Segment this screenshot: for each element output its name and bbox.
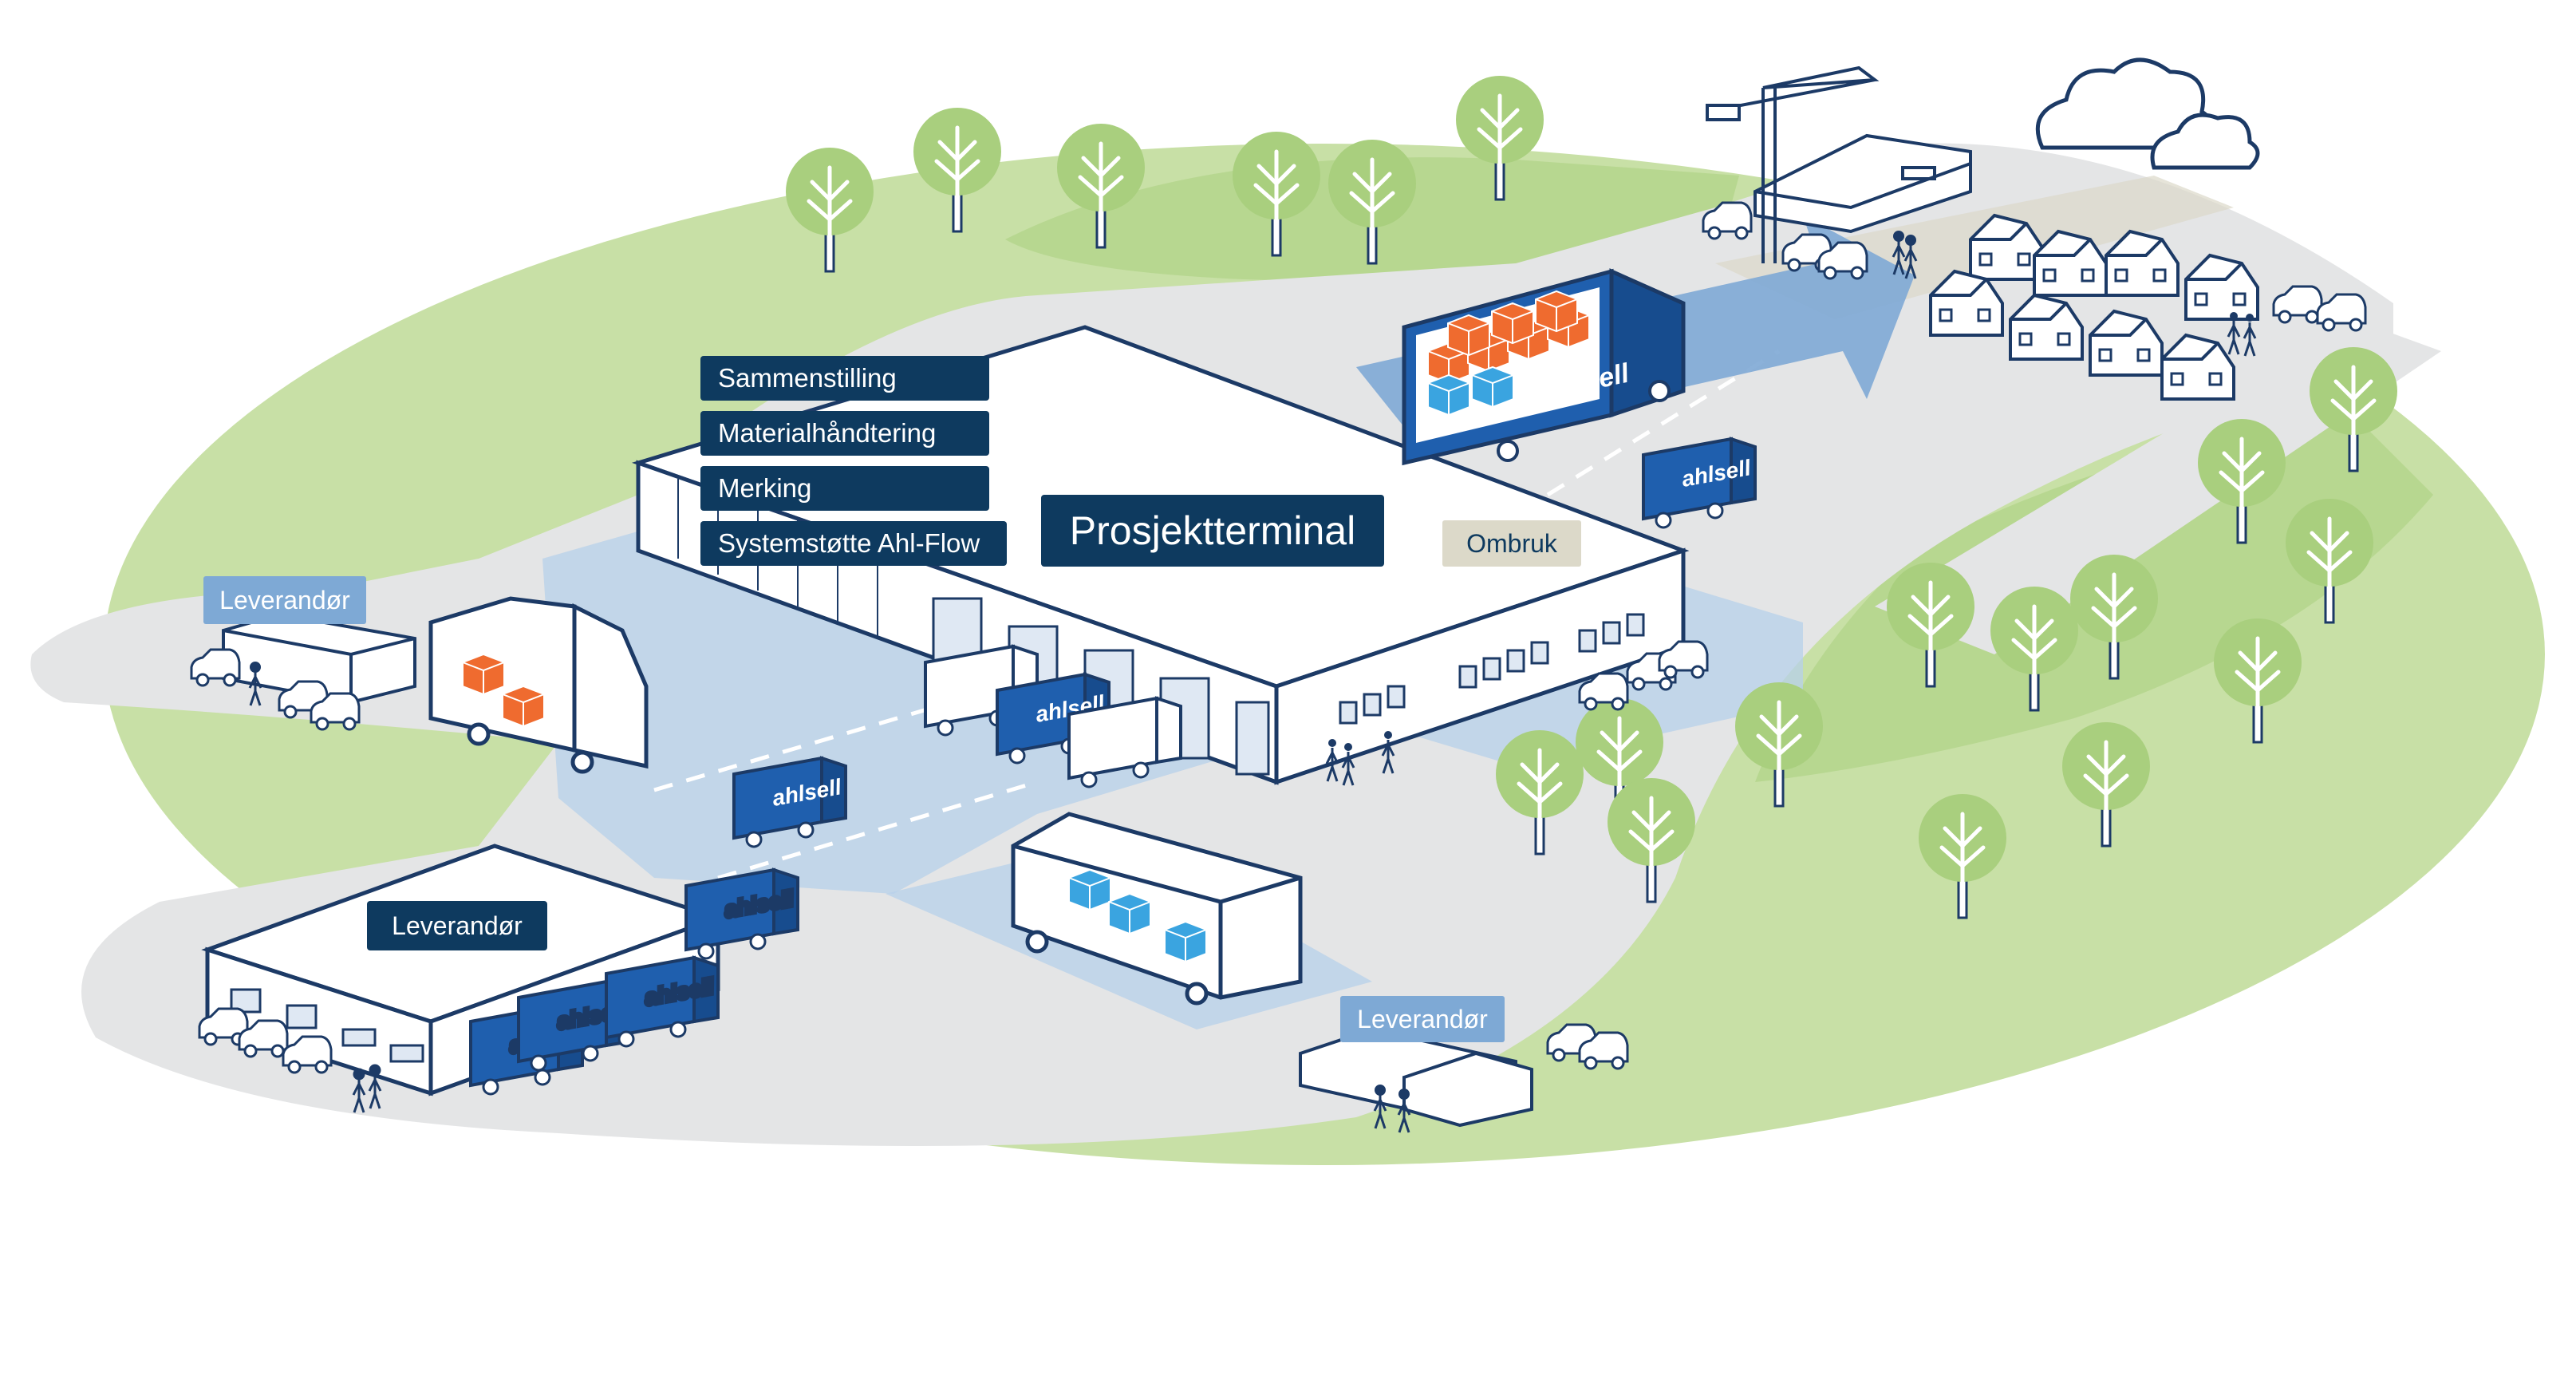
construction-site: [1702, 65, 1972, 280]
label-leverandor-southeast: Leverandør: [1340, 996, 1505, 1042]
site-platform: [1753, 133, 1972, 234]
box-icon: [1535, 290, 1578, 332]
delivery-truck-south: [1011, 812, 1303, 1006]
crane-icon: [1706, 65, 1880, 263]
label-leverandor-west: Leverandør: [203, 576, 366, 624]
label-ombruk: Ombruk: [1442, 520, 1581, 567]
label-prosjektterminal: Prosjektterminal: [1041, 495, 1384, 567]
supplier-southwest: [199, 844, 798, 1112]
delivery-truck-west: [428, 596, 649, 774]
label-leverandor-southwest: Leverandør: [367, 901, 547, 950]
box-icon: [1491, 302, 1534, 344]
road-branch-east: [1875, 319, 2441, 654]
box-icon: [503, 686, 544, 726]
box-icon: [1427, 374, 1470, 416]
supplier-southeast: [1299, 1023, 1629, 1134]
box-icon: [1471, 366, 1514, 408]
clouds: [2035, 57, 2260, 170]
outgoing-truck: ahlsell: [1402, 268, 1686, 466]
label-sammenstilling: Sammenstilling: [700, 356, 989, 401]
box-icon: [1109, 894, 1150, 934]
label-systemstotte-ahl-flow: Systemstøtte Ahl-Flow: [700, 521, 1007, 566]
label-merking: Merking: [700, 466, 989, 511]
box-icon: [1447, 314, 1490, 356]
box-icon: [463, 654, 504, 694]
cloud-icon: [2150, 113, 2260, 170]
box-icon: [1069, 870, 1110, 910]
label-materialhandtering: Materialhåndtering: [700, 411, 989, 456]
box-icon: [1165, 922, 1206, 962]
